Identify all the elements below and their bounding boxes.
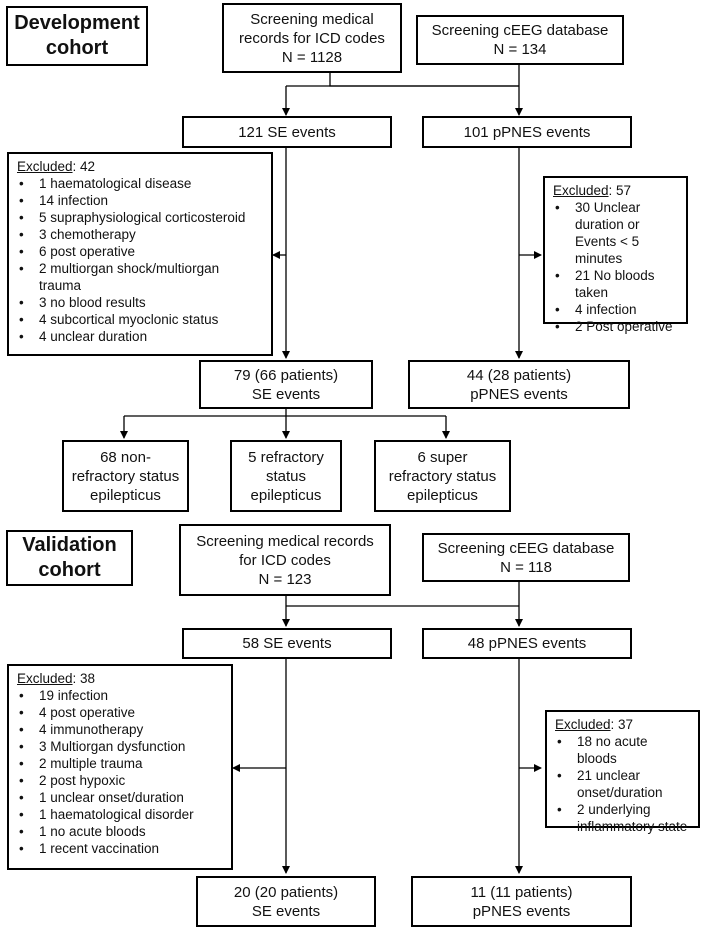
dev-subtype-nonrefractory-box: 68 non- refractory status epilepticus	[62, 440, 189, 512]
list-item: 4 subcortical myoclonic status	[17, 311, 263, 328]
excluded-list: 30 Unclear duration or Events < 5 minute…	[553, 199, 678, 335]
excluded-header: Excluded: 38	[17, 671, 96, 686]
list-item: 1 recent vaccination	[17, 840, 223, 857]
development-cohort-label: Development cohort	[6, 6, 148, 66]
list-item: 2 underlying inflammatory state	[555, 801, 690, 835]
list-item: 4 post operative	[17, 704, 223, 721]
dev-se-final-box: 79 (66 patients) SE events	[199, 360, 373, 409]
val-pnes-events-box: 48 pPNES events	[422, 628, 632, 659]
dev-screening-ceeg-box: Screening cEEG database N = 134	[416, 15, 624, 65]
val-pnes-final-box: 11 (11 patients) pPNES events	[411, 876, 632, 927]
list-item: 18 no acute bloods	[555, 733, 690, 767]
dev-se-events-box: 121 SE events	[182, 116, 392, 148]
validation-cohort-label: Validation cohort	[6, 530, 133, 586]
val-screening-ceeg-box: Screening cEEG database N = 118	[422, 533, 630, 582]
val-se-events-box: 58 SE events	[182, 628, 392, 659]
excluded-list: 19 infection 4 post operative 4 immunoth…	[17, 687, 223, 857]
dev-pnes-excluded-box: Excluded: 57 30 Unclear duration or Even…	[543, 176, 688, 335]
list-item: 4 unclear duration	[17, 328, 263, 345]
list-item: 2 Post operative	[553, 318, 678, 335]
dev-subtype-refractory-box: 5 refractory status epilepticus	[230, 440, 342, 512]
dev-screening-icd-box: Screening medical records for ICD codes …	[222, 3, 402, 73]
dev-pnes-final-box: 44 (28 patients) pPNES events	[408, 360, 630, 409]
list-item: 2 multiorgan shock/multiorgan trauma	[17, 260, 263, 294]
dev-se-excluded-box: Excluded: 42 1 haematological disease 14…	[7, 152, 273, 356]
list-item: 14 infection	[17, 192, 263, 209]
list-item: 30 Unclear duration or Events < 5 minute…	[553, 199, 678, 267]
list-item: 1 haematological disease	[17, 175, 263, 192]
excluded-header: Excluded: 37	[555, 717, 634, 732]
list-item: 4 infection	[553, 301, 678, 318]
excluded-header: Excluded: 42	[17, 159, 96, 174]
list-item: 21 unclear onset/duration	[555, 767, 690, 801]
excluded-list: 1 haematological disease 14 infection 5 …	[17, 175, 263, 345]
val-screening-icd-box: Screening medical records for ICD codes …	[179, 524, 391, 596]
list-item: 1 no acute bloods	[17, 823, 223, 840]
list-item: 3 Multiorgan dysfunction	[17, 738, 223, 755]
excluded-list: 18 no acute bloods 21 unclear onset/dura…	[555, 733, 690, 835]
list-item: 2 multiple trauma	[17, 755, 223, 772]
val-se-final-box: 20 (20 patients) SE events	[196, 876, 376, 927]
list-item: 6 post operative	[17, 243, 263, 260]
dev-pnes-events-box: 101 pPNES events	[422, 116, 632, 148]
list-item: 5 supraphysiological corticosteroid	[17, 209, 263, 226]
dev-subtype-super-refractory-box: 6 super refractory status epilepticus	[374, 440, 511, 512]
list-item: 1 haematological disorder	[17, 806, 223, 823]
val-pnes-excluded-box: Excluded: 37 18 no acute bloods 21 uncle…	[545, 710, 700, 834]
list-item: 21 No bloods taken	[553, 267, 678, 301]
list-item: 3 chemotherapy	[17, 226, 263, 243]
excluded-header: Excluded: 57	[553, 183, 632, 198]
list-item: 4 immunotherapy	[17, 721, 223, 738]
list-item: 1 unclear onset/duration	[17, 789, 223, 806]
list-item: 19 infection	[17, 687, 223, 704]
list-item: 2 post hypoxic	[17, 772, 223, 789]
list-item: 3 no blood results	[17, 294, 263, 311]
val-se-excluded-box: Excluded: 38 19 infection 4 post operati…	[7, 664, 233, 870]
